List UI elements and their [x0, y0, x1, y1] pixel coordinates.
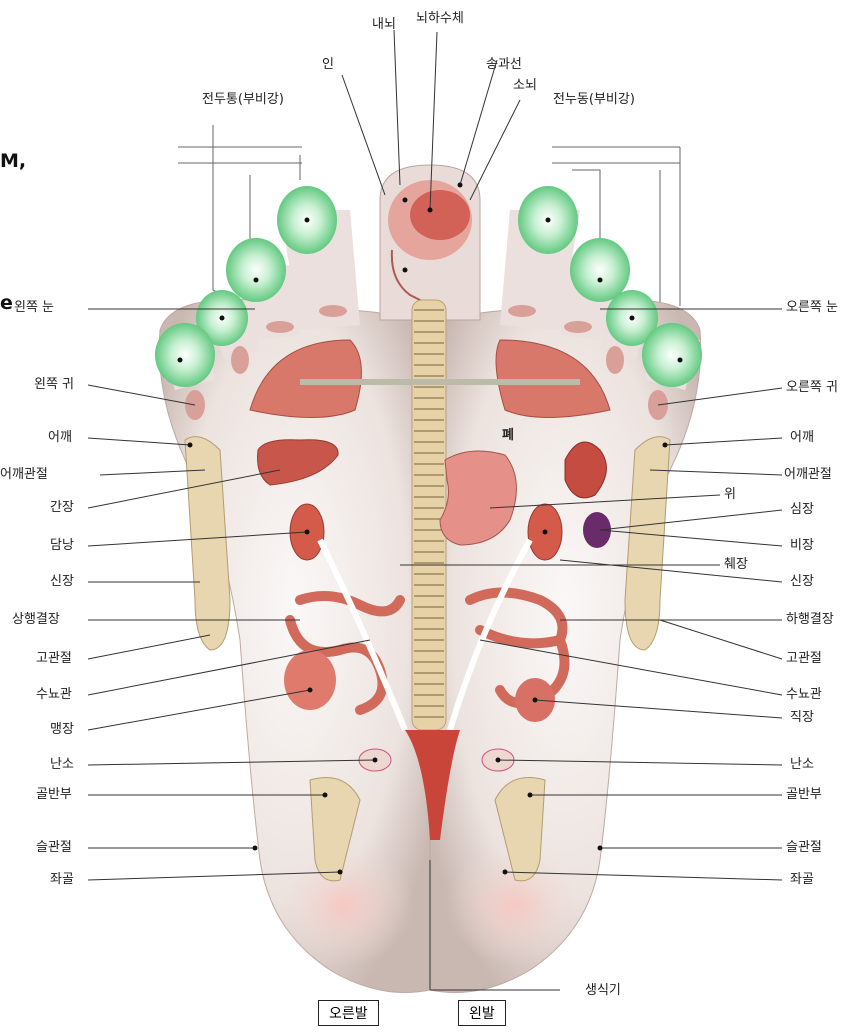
- right-label-shoulder-joint: 어깨관절: [784, 467, 832, 483]
- right-label-ovary: 난소: [790, 757, 814, 773]
- left-label-ear: 왼쪽 귀: [34, 377, 74, 393]
- left-label-ascending-colon: 상행결장: [12, 612, 60, 628]
- right-label-stomach: 위: [724, 487, 736, 503]
- label-pituitary: 뇌하수체: [416, 11, 464, 27]
- left-label-gallbladder: 담낭: [50, 538, 74, 554]
- left-label-shoulder-joint: 어깨관절: [0, 467, 48, 483]
- left-label-appendix: 맹장: [50, 722, 74, 738]
- left-label-hip-joint: 고관절: [36, 651, 72, 667]
- left-label-ovary: 난소: [50, 757, 74, 773]
- right-label-ureter: 수뇨관: [786, 687, 822, 703]
- left-label-kidney: 신장: [50, 574, 74, 590]
- label-genital: 생식기: [585, 983, 621, 999]
- edge-fragment-mid: e: [0, 292, 13, 314]
- label-frontal-sinus-left: 전두통(부비강): [202, 92, 284, 108]
- right-label-heart: 심장: [790, 502, 814, 518]
- left-label-eye: 왼쪽 눈: [14, 300, 54, 316]
- cecum: [284, 650, 336, 710]
- head-toe: [380, 165, 480, 320]
- label-inner-brain: 내뇌: [372, 17, 396, 33]
- left-label-ureter: 수뇨관: [36, 687, 72, 703]
- right-label-ear: 오른쪽 귀: [786, 380, 838, 396]
- label-lung: 폐: [502, 428, 514, 444]
- right-label-knee: 슬관절: [786, 840, 822, 856]
- right-label-eye: 오른쪽 눈: [786, 300, 838, 316]
- left-label-sciatic: 좌골: [50, 872, 74, 888]
- label-cerebellum: 소뇌: [513, 78, 537, 94]
- left-label-knee: 슬관절: [36, 840, 72, 856]
- left-label-pelvis: 골반부: [36, 787, 72, 803]
- label-right-foot: 오른발: [318, 1000, 379, 1026]
- spine: [412, 300, 446, 730]
- label-left-foot: 왼발: [458, 1000, 506, 1026]
- left-label-shoulder: 어깨: [48, 430, 72, 446]
- right-label-shoulder: 어깨: [790, 430, 814, 446]
- label-pineal: 송과선: [486, 57, 522, 73]
- right-label-pelvis: 골반부: [786, 787, 822, 803]
- right-label-hip-joint: 고관절: [786, 651, 822, 667]
- right-label-descending-colon: 하행결장: [786, 612, 834, 628]
- right-label-kidney: 신장: [790, 574, 814, 590]
- edge-fragment-top: M,: [0, 150, 26, 172]
- label-throat: 인: [322, 57, 334, 73]
- right-label-sciatic: 좌골: [790, 872, 814, 888]
- label-frontal-sinus-right: 전누동(부비강): [553, 92, 635, 108]
- right-label-spleen: 비장: [790, 538, 814, 554]
- right-label-pancreas: 췌장: [724, 557, 748, 573]
- left-label-liver: 간장: [50, 500, 74, 516]
- right-label-rectum: 직장: [790, 710, 814, 726]
